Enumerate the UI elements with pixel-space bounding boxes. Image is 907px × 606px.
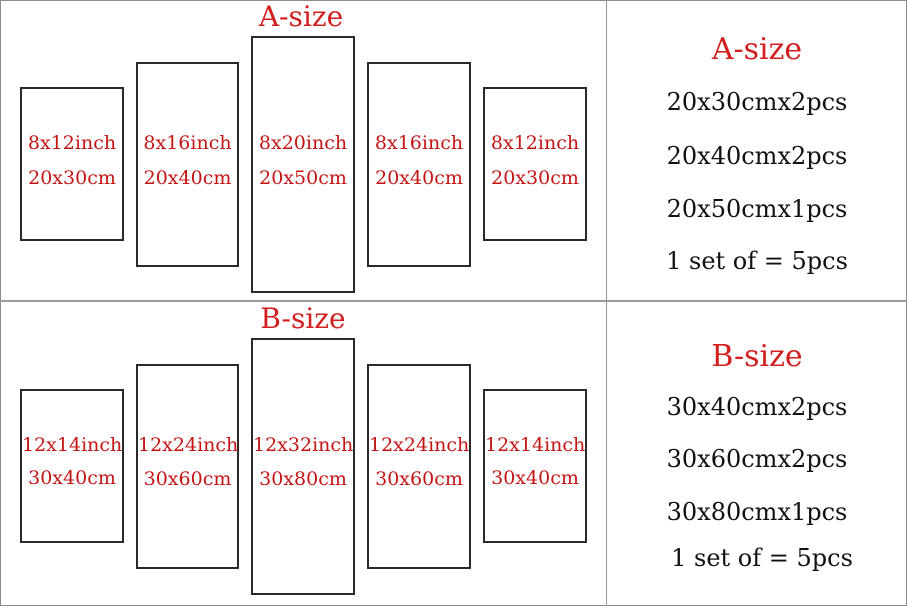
panel-b-2: 12x24inch 30x60cm	[136, 364, 239, 569]
panel-a-3: 8x20inch 20x50cm	[251, 36, 355, 293]
info-b-line-1: 30x40cmx2pcs	[666, 393, 848, 421]
panel-b-3-inch: 12x32inch	[253, 434, 354, 456]
panel-b-5-cm: 30x40cm	[491, 467, 579, 489]
panel-a-5-inch: 8x12inch	[490, 132, 580, 154]
panel-b-1-cm: 30x40cm	[28, 467, 116, 489]
panel-a-2-inch: 8x16inch	[143, 132, 232, 154]
panel-a-5: 8x12inch 20x30cm	[483, 87, 587, 241]
panel-a-3-inch: 8x20inch	[258, 132, 348, 154]
panel-b-2-cm: 30x60cm	[143, 468, 232, 490]
panel-b-4: 12x24inch 30x60cm	[367, 364, 471, 569]
panel-a-4: 8x16inch 20x40cm	[367, 62, 471, 267]
section-b-title: B-size	[260, 302, 346, 335]
panel-a-2-cm: 20x40cm	[143, 167, 232, 189]
panel-a-4-inch: 8x16inch	[374, 132, 464, 154]
panel-b-1-inch: 12x14inch	[22, 434, 123, 456]
panel-b-3-cm: 30x80cm	[259, 468, 347, 490]
info-a-line-1: 20x30cmx2pcs	[666, 88, 848, 116]
section-a-title: A-size	[258, 0, 344, 33]
panel-b-5-inch: 12x14inch	[485, 434, 586, 456]
info-b-line-4: 1 set of = 5pcs	[671, 544, 853, 572]
panel-a-5-cm: 20x30cm	[491, 167, 579, 189]
info-b: B-size 30x40cmx2pcs 30x60cmx2pcs 30x80cm…	[607, 302, 907, 606]
info-b-title: B-size	[711, 339, 803, 374]
info-a-line-3: 20x50cmx1pcs	[666, 195, 848, 223]
column-divider	[606, 0, 607, 606]
panel-b-4-cm: 30x60cm	[375, 468, 463, 490]
panel-a-4-cm: 20x40cm	[375, 167, 463, 189]
panel-a-1: 8x12inch 20x30cm	[20, 87, 124, 241]
panel-a-2: 8x16inch 20x40cm	[136, 62, 239, 267]
panel-a-1-inch: 8x12inch	[27, 132, 117, 154]
panel-b-4-inch: 12x24inch	[369, 434, 470, 456]
info-a: A-size 20x30cmx2pcs 20x40cmx2pcs 20x50cm…	[607, 0, 907, 300]
info-b-line-2: 30x60cmx2pcs	[666, 445, 848, 473]
info-a-title: A-size	[711, 32, 803, 67]
section-divider	[0, 300, 907, 302]
panel-b-3: 12x32inch 30x80cm	[251, 338, 355, 595]
panel-a-1-cm: 20x30cm	[28, 167, 116, 189]
panel-a-3-cm: 20x50cm	[259, 167, 347, 189]
info-b-line-3: 30x80cmx1pcs	[666, 498, 848, 526]
panel-b-2-inch: 12x24inch	[138, 434, 239, 456]
panel-b-1: 12x14inch 30x40cm	[20, 389, 124, 543]
info-a-line-2: 20x40cmx2pcs	[666, 142, 848, 170]
info-a-line-4: 1 set of = 5pcs	[666, 247, 848, 275]
panel-b-5: 12x14inch 30x40cm	[483, 389, 587, 543]
